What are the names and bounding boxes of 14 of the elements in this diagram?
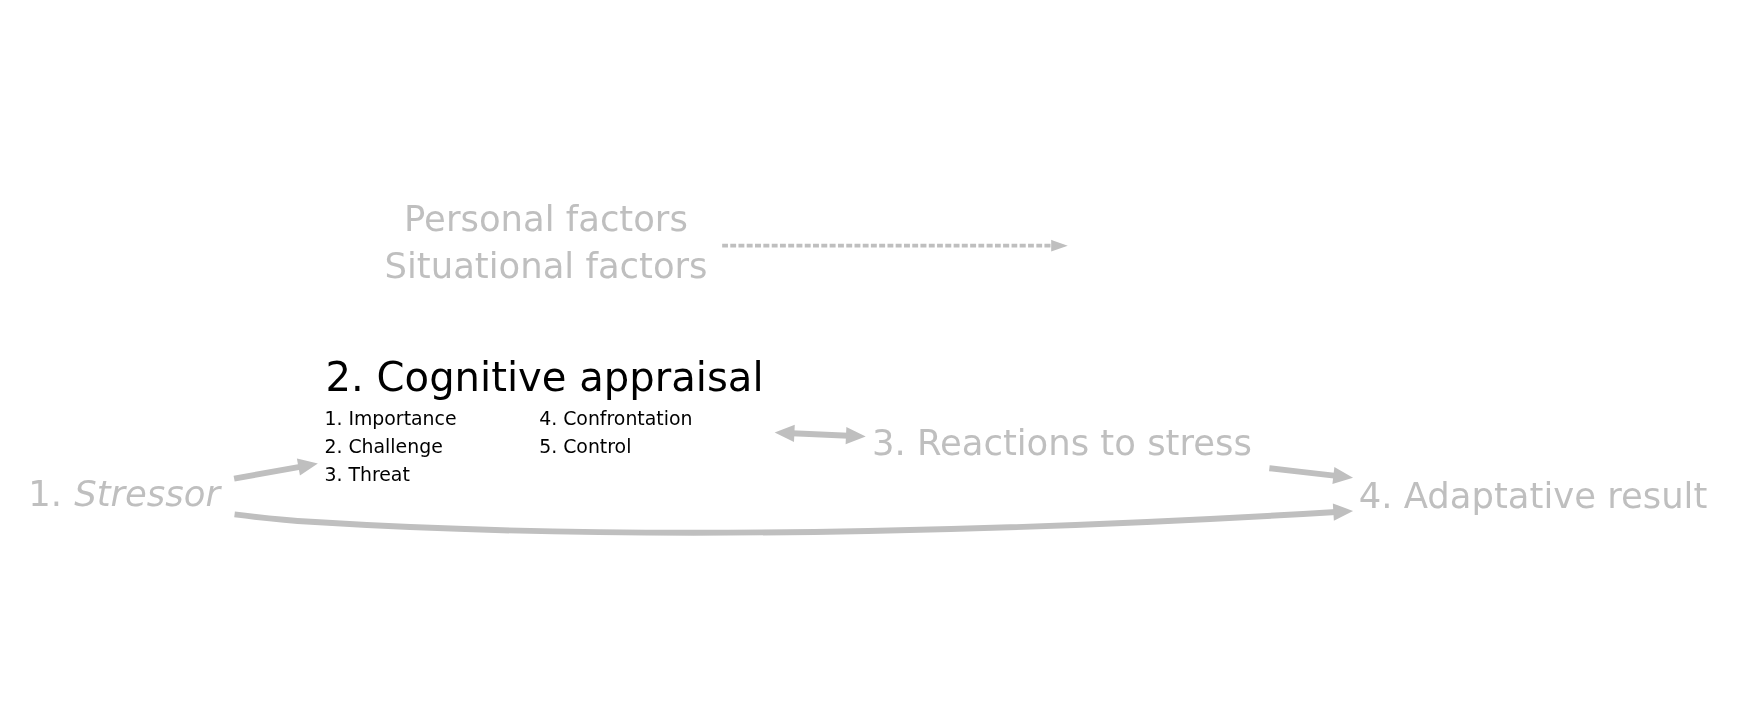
node-text: Personal factors Situational factors (384, 197, 708, 286)
node-label: 2. Challenge (324, 434, 443, 457)
arrow (774, 424, 866, 444)
arrow (1269, 464, 1354, 484)
node-text: 4. Adaptative result (1358, 474, 1708, 516)
node-text: 2. Cognitive appraisal (325, 353, 764, 400)
node-label: 4. Confrontation (539, 406, 693, 429)
node-label: 5. Control (539, 434, 632, 457)
arrow (233, 458, 318, 482)
node-label: 3. Threat (324, 462, 410, 485)
node-text: 3. Reactions to stress (871, 421, 1252, 463)
node-text: 1. Stressor (28, 472, 220, 514)
arrow (234, 503, 1354, 536)
node-label: 1. Importance (324, 406, 457, 429)
